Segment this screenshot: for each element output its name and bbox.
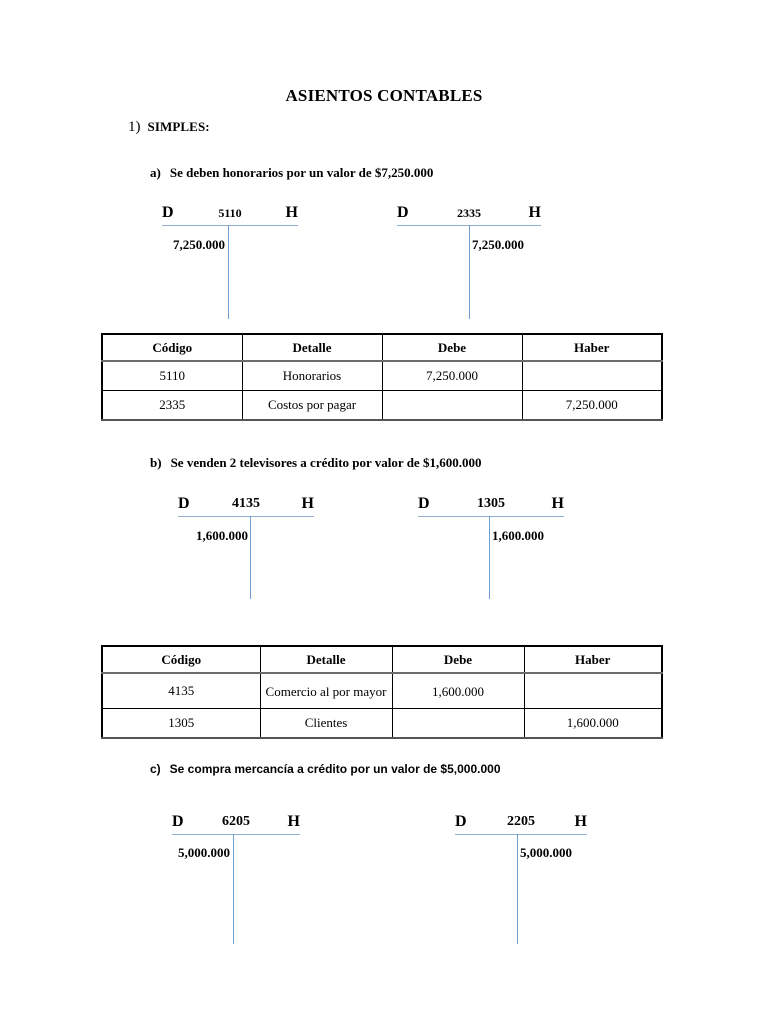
debit-side-label: D — [455, 813, 467, 830]
cell-debe — [381, 390, 523, 421]
column-header-codigo: Código — [101, 333, 243, 362]
cell-detalle: Comercio al por mayor — [259, 672, 393, 709]
account-code: 1305 — [477, 496, 505, 511]
t-account-header-4135: D 4135 H — [178, 494, 314, 514]
t-horizontal-bar — [162, 225, 298, 226]
section-number: 1) — [128, 119, 141, 135]
item-text-c: Se compra mercancía a crédito por un val… — [169, 762, 501, 776]
cell-debe: 1,600.000 — [391, 672, 525, 709]
t-account-header-2335: D 2335 H — [397, 203, 541, 223]
item-statement-b: b) Se venden 2 televisores a crédito por … — [150, 455, 481, 471]
credit-amount: 5,000.000 — [520, 845, 572, 860]
item-statement-c: c) Se compra mercancía a crédito por un v… — [150, 762, 501, 776]
column-header-detalle: Detalle — [259, 645, 393, 674]
credit-side-label: H — [574, 813, 587, 830]
debit-side-label: D — [162, 204, 174, 221]
cell-haber — [523, 672, 663, 709]
t-account-header-2205: D 2205 H — [455, 812, 587, 832]
column-header-codigo: Código — [101, 645, 261, 674]
credit-side-label: H — [528, 204, 541, 221]
section-label: SIMPLES: — [147, 119, 210, 134]
page-title: ASIENTOS CONTABLES — [285, 86, 483, 105]
cell-debe — [391, 708, 525, 739]
account-code: 6205 — [222, 814, 250, 829]
t-horizontal-bar — [172, 834, 300, 835]
t-account-4135: D 4135 H 1,600.000 — [178, 494, 314, 599]
t-vertical-stem — [489, 516, 490, 599]
cell-codigo: 5110 — [101, 360, 243, 391]
ledger-table-a: Código Detalle Debe Haber 5110 Honorario… — [101, 333, 663, 421]
cell-haber — [521, 360, 663, 391]
table-header-row: Código Detalle Debe Haber — [101, 645, 663, 674]
t-account-header-1305: D 1305 H — [418, 494, 564, 514]
t-vertical-stem — [228, 225, 229, 319]
cell-debe: 7,250.000 — [381, 360, 523, 391]
account-code: 5110 — [218, 206, 242, 220]
t-account-6205: D 6205 H 5,000.000 — [172, 812, 300, 944]
table-row: 4135 Comercio al por mayor 1,600.000 — [101, 672, 663, 709]
table-header-row: Código Detalle Debe Haber — [101, 333, 663, 362]
t-horizontal-bar — [178, 516, 314, 517]
ledger-table-b: Código Detalle Debe Haber 4135 Comercio … — [101, 645, 663, 739]
t-vertical-stem — [517, 834, 518, 944]
item-text-a: Se deben honorarios por un valor de $7,2… — [169, 165, 434, 180]
account-code: 4135 — [232, 496, 260, 511]
cell-detalle: Clientes — [259, 708, 393, 739]
column-header-debe: Debe — [391, 645, 525, 674]
item-marker-c: c) — [150, 762, 161, 776]
t-vertical-stem — [469, 225, 470, 319]
item-marker-a: a) — [150, 165, 161, 180]
cell-detalle-text: Comercio al por mayor — [265, 683, 387, 699]
table-row: 1305 Clientes 1,600.000 — [101, 708, 663, 739]
column-header-debe: Debe — [381, 333, 523, 362]
cell-detalle: Honorarios — [241, 360, 383, 391]
credit-side-label: H — [301, 495, 314, 512]
item-marker-b: b) — [150, 455, 162, 470]
credit-side-label: H — [287, 813, 300, 830]
debit-side-label: D — [172, 813, 184, 830]
t-account-5110: D 5110 H 7,250.000 — [162, 203, 298, 319]
debit-side-label: D — [418, 495, 430, 512]
item-statement-a: a) Se deben honorarios por un valor de $7… — [150, 165, 433, 181]
t-account-1305: D 1305 H 1,600.000 — [418, 494, 564, 599]
credit-amount: 7,250.000 — [472, 237, 524, 252]
debit-amount: 7,250.000 — [173, 237, 225, 252]
t-horizontal-bar — [455, 834, 587, 835]
credit-side-label: H — [551, 495, 564, 512]
t-vertical-stem — [250, 516, 251, 599]
t-horizontal-bar — [418, 516, 564, 517]
column-header-detalle: Detalle — [241, 333, 383, 362]
t-account-header-6205: D 6205 H — [172, 812, 300, 832]
debit-amount: 1,600.000 — [196, 528, 248, 543]
t-account-2335: D 2335 H 7,250.000 — [397, 203, 541, 319]
cell-codigo: 1305 — [101, 708, 261, 739]
credit-amount: 1,600.000 — [492, 528, 544, 543]
cell-codigo: 2335 — [101, 390, 243, 421]
account-code: 2205 — [507, 814, 535, 829]
cell-haber: 1,600.000 — [523, 708, 663, 739]
section-heading: 1) SIMPLES: — [128, 119, 210, 136]
cell-haber: 7,250.000 — [521, 390, 663, 421]
debit-side-label: D — [178, 495, 190, 512]
debit-side-label: D — [397, 204, 409, 221]
table-row: 2335 Costos por pagar 7,250.000 — [101, 390, 663, 421]
item-text-b: Se venden 2 televisores a crédito por va… — [170, 455, 482, 470]
credit-side-label: H — [285, 204, 298, 221]
table-row: 5110 Honorarios 7,250.000 — [101, 360, 663, 391]
account-code: 2335 — [457, 206, 481, 220]
cell-codigo: 4135 — [101, 672, 261, 709]
debit-amount: 5,000.000 — [178, 845, 230, 860]
cell-detalle: Costos por pagar — [241, 390, 383, 421]
cell-debe-text: 1,600.000 — [432, 683, 484, 699]
t-account-2205: D 2205 H 5,000.000 — [455, 812, 587, 944]
t-account-header-5110: D 5110 H — [162, 203, 298, 223]
t-vertical-stem — [233, 834, 234, 944]
column-header-haber: Haber — [521, 333, 663, 362]
column-header-haber: Haber — [523, 645, 663, 674]
